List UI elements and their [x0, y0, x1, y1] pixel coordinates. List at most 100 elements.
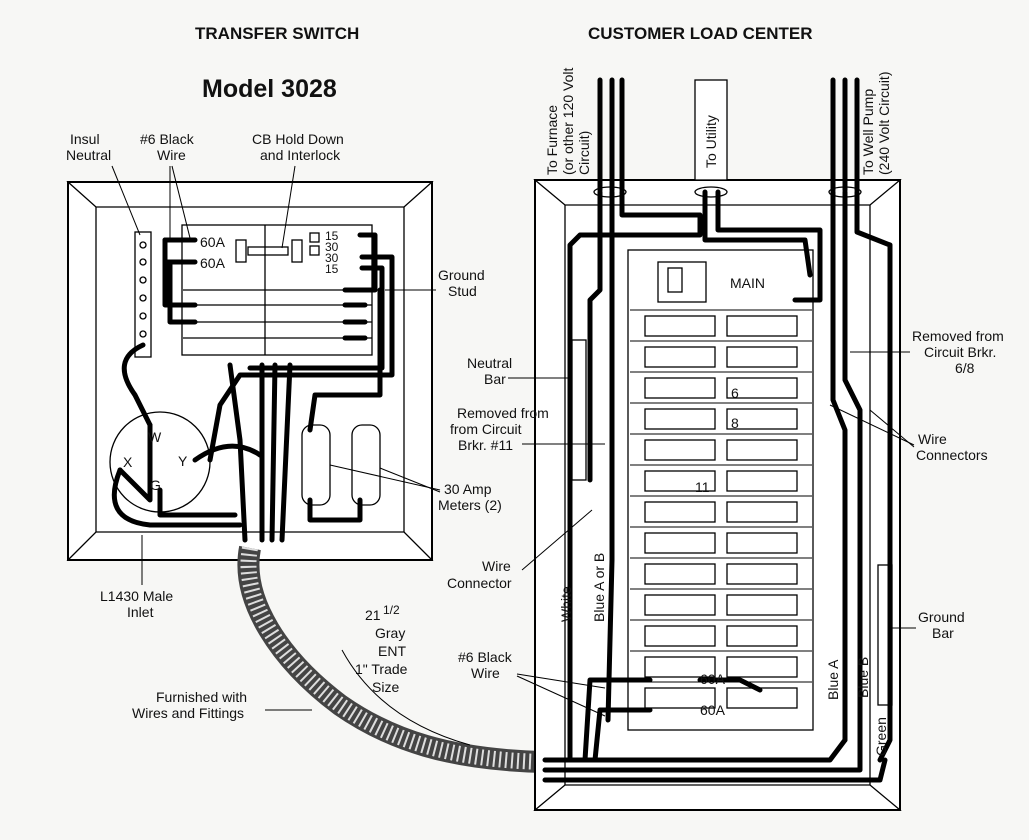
- well-pump-label-1: To Well Pump: [860, 89, 876, 175]
- breaker-slot: [644, 346, 716, 368]
- breaker-slot: [644, 501, 716, 523]
- load-center-wires: [542, 189, 893, 783]
- inlet-terminal-w: W: [148, 429, 162, 445]
- breaker-slot: [644, 687, 716, 709]
- transfer-switch-title: TRANSFER SWITCH: [195, 24, 359, 43]
- conduit-size-fraction: 1/2: [383, 603, 400, 617]
- inlet-label-1: L1430 Male: [100, 588, 173, 604]
- model-label: Model 3028: [202, 75, 337, 103]
- removed-68-label-1: Removed from: [912, 328, 1004, 344]
- transfer-switch-wires: [111, 232, 395, 543]
- breaker-slot: [644, 315, 716, 337]
- lc-black-wire-label-1: #6 Black: [458, 649, 513, 665]
- breaker-slot: [726, 346, 798, 368]
- breaker-60a-bottom: 60A: [200, 255, 226, 271]
- amp-15-bottom: 15: [325, 262, 339, 276]
- breaker-slot: [644, 377, 716, 399]
- breaker-slot: [644, 532, 716, 554]
- breaker-slot: [644, 594, 716, 616]
- furnace-label-2: (or other 120 Volt: [560, 67, 576, 175]
- breaker-slot: [726, 315, 798, 337]
- blue-a-label: Blue A: [825, 659, 841, 700]
- inlet-terminal-x: X: [123, 454, 133, 470]
- meters-label-2: Meters (2): [438, 497, 502, 513]
- conduit-size-word: Size: [372, 679, 399, 695]
- main-breaker: [657, 261, 707, 303]
- breaker-slot: [644, 439, 716, 461]
- breaker-slot: [644, 563, 716, 585]
- green-wire-label: Green: [873, 717, 889, 756]
- breaker-slot: [644, 656, 716, 678]
- load-center-title: CUSTOMER LOAD CENTER: [588, 24, 812, 43]
- inlet-label-2: Inlet: [127, 604, 154, 620]
- breaker-slot: [726, 594, 798, 616]
- blue-b-label: Blue B: [855, 657, 871, 698]
- removed-11-label-1: Removed from: [457, 405, 549, 421]
- cb-hold-label-1: CB Hold Down: [252, 131, 344, 147]
- ent-conduit: [237, 545, 546, 773]
- wire-connector-label-1: Wire: [482, 558, 511, 574]
- breaker-slot: [726, 439, 798, 461]
- breaker-slot: [726, 377, 798, 399]
- inlet-terminal-y: Y: [178, 453, 188, 469]
- wire-connector-label-2: Connector: [447, 575, 512, 591]
- breaker-slot: [644, 625, 716, 647]
- load-center-breakers: [630, 309, 812, 709]
- breaker-60a-label-1: 60A: [700, 671, 726, 687]
- amp-30-b: 30: [325, 251, 339, 265]
- breaker-slot: [726, 625, 798, 647]
- amp-30-a: 30: [325, 240, 339, 254]
- wire-connectors-label-1: Wire: [918, 431, 947, 447]
- black-wire-label-1: #6 Black: [140, 131, 195, 147]
- neutral-bar: [571, 339, 587, 481]
- removed-11-label-3: Brkr. #11: [458, 437, 513, 453]
- neutral-bar-label-1: Neutral: [467, 355, 512, 371]
- ground-bar-label-2: Bar: [932, 625, 954, 641]
- breaker-slot: [644, 470, 716, 492]
- utility-label: To Utility: [703, 115, 719, 168]
- well-pump-label-2: (240 Volt Circuit): [876, 72, 892, 175]
- cb-hold-label-2: and Interlock: [260, 147, 341, 163]
- removed-68-label-3: 6/8: [955, 360, 975, 376]
- amp-15-top: 15: [325, 229, 339, 243]
- breaker-slot: [644, 408, 716, 430]
- insul-neutral-label-2: Neutral: [66, 147, 111, 163]
- main-label: MAIN: [730, 275, 765, 291]
- insul-neutral-label-1: Insul: [70, 131, 100, 147]
- breaker-slot: [726, 501, 798, 523]
- lc-black-wire-label-2: Wire: [471, 665, 500, 681]
- white-wire-label: White: [558, 586, 574, 622]
- breaker-slot: [726, 532, 798, 554]
- blue-a-or-b-label: Blue A or B: [591, 553, 607, 622]
- conduit-size-label: 21: [365, 607, 381, 623]
- transfer-switch-box: [66, 181, 434, 561]
- removed-11-label-2: from Circuit: [450, 421, 522, 437]
- meters-label-1: 30 Amp: [444, 481, 492, 497]
- conduit-ent-label: ENT: [378, 643, 406, 659]
- wire-connectors-label-2: Connectors: [916, 447, 988, 463]
- ground-stud-label-2: Stud: [448, 283, 477, 299]
- furnace-label-1: To Furnace: [544, 105, 560, 175]
- ground-bar: [877, 564, 893, 706]
- insulated-neutral-bar: [134, 231, 152, 358]
- black-wire-label-2: Wire: [157, 147, 186, 163]
- breaker-60a-top: 60A: [200, 234, 226, 250]
- furnished-label-1: Furnished with: [156, 689, 247, 705]
- l1430-inlet: [109, 411, 211, 513]
- furnished-label-2: Wires and Fittings: [132, 705, 244, 721]
- neutral-bar-label-2: Bar: [484, 371, 506, 387]
- breaker-6-label: 6: [731, 385, 739, 401]
- furnace-label-3: Circuit): [576, 131, 592, 175]
- transfer-breaker-panel: [181, 224, 373, 356]
- inlet-terminal-g: G: [150, 477, 161, 493]
- breaker-slot: [726, 408, 798, 430]
- breaker-slot: [726, 656, 798, 678]
- breaker-slot: [726, 687, 798, 709]
- load-center-box: [533, 179, 902, 811]
- ground-stud-label-1: Ground: [438, 267, 485, 283]
- breaker-slot: [726, 563, 798, 585]
- conduit-trade-label: 1" Trade: [355, 661, 408, 677]
- load-center-cables: [593, 77, 862, 198]
